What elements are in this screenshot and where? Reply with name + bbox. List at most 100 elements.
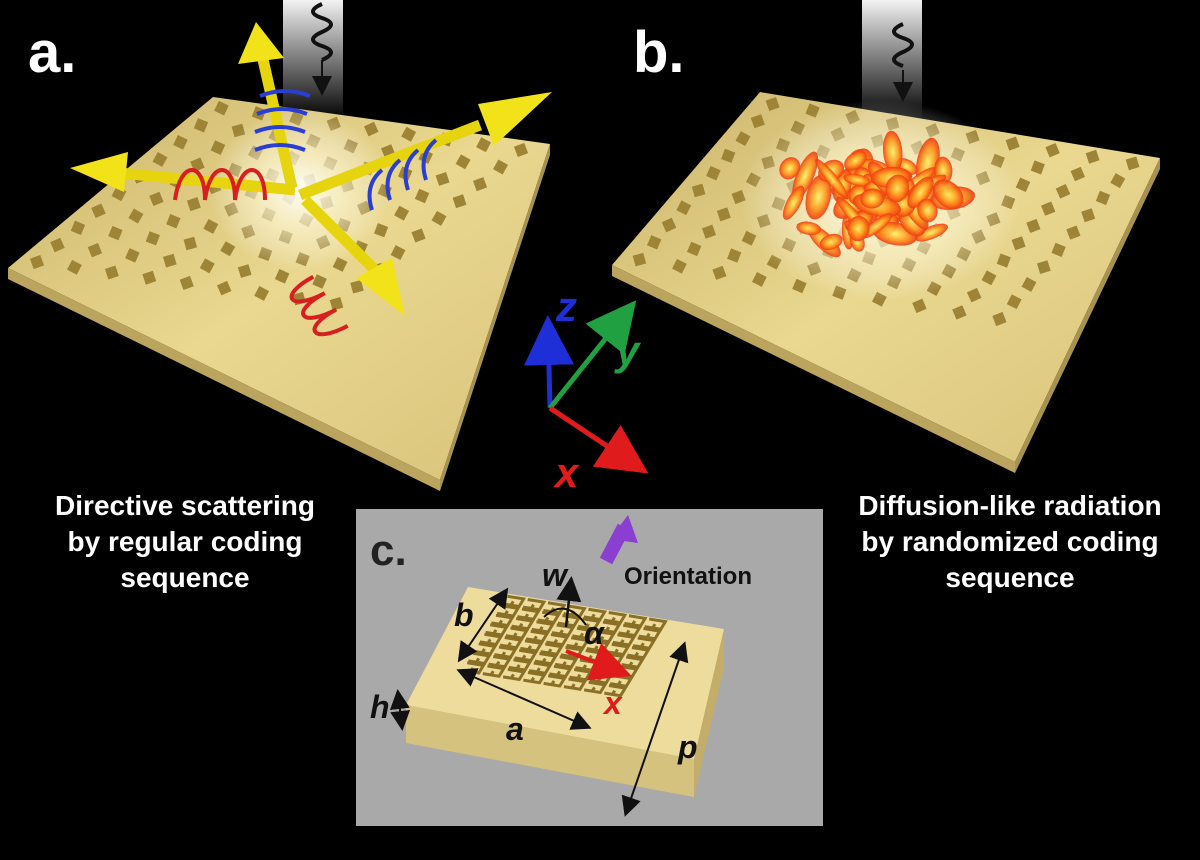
unit-cell — [1005, 136, 1020, 151]
meander-cell — [577, 617, 602, 631]
unit-cell — [312, 274, 327, 289]
unit-cell — [981, 270, 997, 286]
meander-cell — [505, 626, 530, 640]
dim-h: h — [370, 689, 390, 725]
unit-cell — [721, 148, 736, 163]
unit-cell — [912, 298, 927, 314]
unit-cell — [1011, 236, 1026, 251]
unit-cell — [1085, 149, 1100, 164]
unit-cell — [455, 154, 471, 170]
meander-cell — [583, 607, 608, 622]
incident-beam-a — [283, 0, 343, 120]
radiation-lobe — [796, 221, 822, 236]
unit-cell — [214, 100, 229, 116]
meander-cell — [520, 639, 544, 653]
unit-cell-drawing — [389, 515, 724, 817]
unit-cell — [1070, 166, 1086, 182]
meander-cell — [618, 623, 642, 638]
dim-w: w — [542, 557, 567, 593]
unit-cell — [166, 214, 181, 229]
radiation-lobe — [885, 174, 910, 203]
caption-b-line-3: sequence — [945, 562, 1075, 593]
unit-cell — [1055, 184, 1071, 199]
meander-cell — [583, 680, 608, 695]
unit-cell — [1036, 260, 1051, 275]
unit-cell — [435, 171, 450, 186]
meander-cell — [598, 620, 622, 634]
radiation-lobe — [844, 150, 867, 171]
unit-cell — [691, 183, 706, 198]
y-axis-arrow — [548, 300, 637, 410]
meander-cell — [534, 652, 559, 666]
unit-cell — [70, 220, 86, 236]
diffuse-scattering-pattern — [740, 100, 1020, 300]
unit-cell — [735, 131, 751, 147]
unit-cell — [1051, 242, 1066, 258]
unit-cell — [29, 255, 45, 270]
meander-cell — [566, 636, 590, 650]
meander-cell — [624, 614, 648, 628]
caption-a-line-2: by regular coding — [67, 526, 303, 557]
meander-cell — [531, 620, 556, 634]
unit-cell — [390, 245, 406, 260]
unit-cell — [752, 272, 767, 287]
unit-cell — [411, 228, 426, 243]
unit-cell — [186, 197, 201, 212]
radiation-lobe — [860, 188, 885, 209]
caption-a: Directive scattering by regular coding s… — [20, 488, 350, 596]
unit-cell — [179, 275, 194, 291]
unit-cell — [476, 137, 491, 153]
radiation-lobe — [932, 179, 964, 210]
local-x-arrow — [565, 642, 632, 681]
h-dimension-arrow — [389, 689, 411, 731]
unit-cell — [672, 258, 687, 274]
unit-cell — [125, 248, 140, 263]
dim-a: a — [506, 711, 524, 747]
unit-cell — [254, 285, 270, 301]
unit-cell-inset: c. Orientation w b α x h a p — [356, 509, 823, 826]
orientation-label: Orientation — [624, 563, 753, 590]
x-axis-label: x — [555, 449, 579, 496]
radiation-lobe — [861, 213, 893, 239]
unit-cell — [750, 114, 765, 129]
unit-cell — [1081, 208, 1096, 223]
panel-label-c: c. — [370, 526, 407, 575]
unit-cell — [1041, 201, 1056, 216]
unit-cell — [1045, 142, 1060, 158]
meander-cell — [644, 617, 668, 631]
unit-cell — [329, 296, 344, 311]
a-dimension-arrow — [456, 668, 592, 730]
unit-cell — [727, 248, 742, 263]
unit-cell — [716, 207, 731, 222]
unit-cell — [1095, 190, 1111, 206]
unit-cell — [401, 126, 417, 142]
dim-alpha: α — [584, 615, 604, 651]
meander-cell — [603, 611, 628, 625]
unit-cell — [996, 253, 1011, 268]
caption-a-line-1: Directive scattering — [55, 490, 315, 521]
unit-cell — [686, 241, 702, 257]
unit-cell — [431, 210, 447, 226]
unit-cell — [646, 235, 662, 250]
radiation-lobe — [843, 173, 872, 187]
unit-cell — [1030, 160, 1045, 175]
dim-x: x — [604, 685, 622, 721]
meander-cell — [554, 655, 579, 669]
unit-cell — [363, 121, 379, 137]
meander-cell — [537, 610, 561, 625]
unit-cell — [1021, 276, 1037, 292]
unit-cell — [173, 135, 188, 150]
meander-cell — [525, 629, 550, 644]
unit-cell — [91, 203, 106, 219]
meander-cell — [546, 633, 570, 647]
unit-cell — [1125, 156, 1140, 171]
meander-cell — [551, 623, 576, 637]
dim-b: b — [454, 597, 474, 633]
unit-cell — [992, 311, 1007, 327]
unit-cell — [765, 96, 780, 111]
unit-cell — [128, 208, 144, 224]
unit-cell — [193, 118, 209, 133]
radiation-lobe — [917, 198, 938, 223]
unit-cell — [216, 280, 232, 296]
